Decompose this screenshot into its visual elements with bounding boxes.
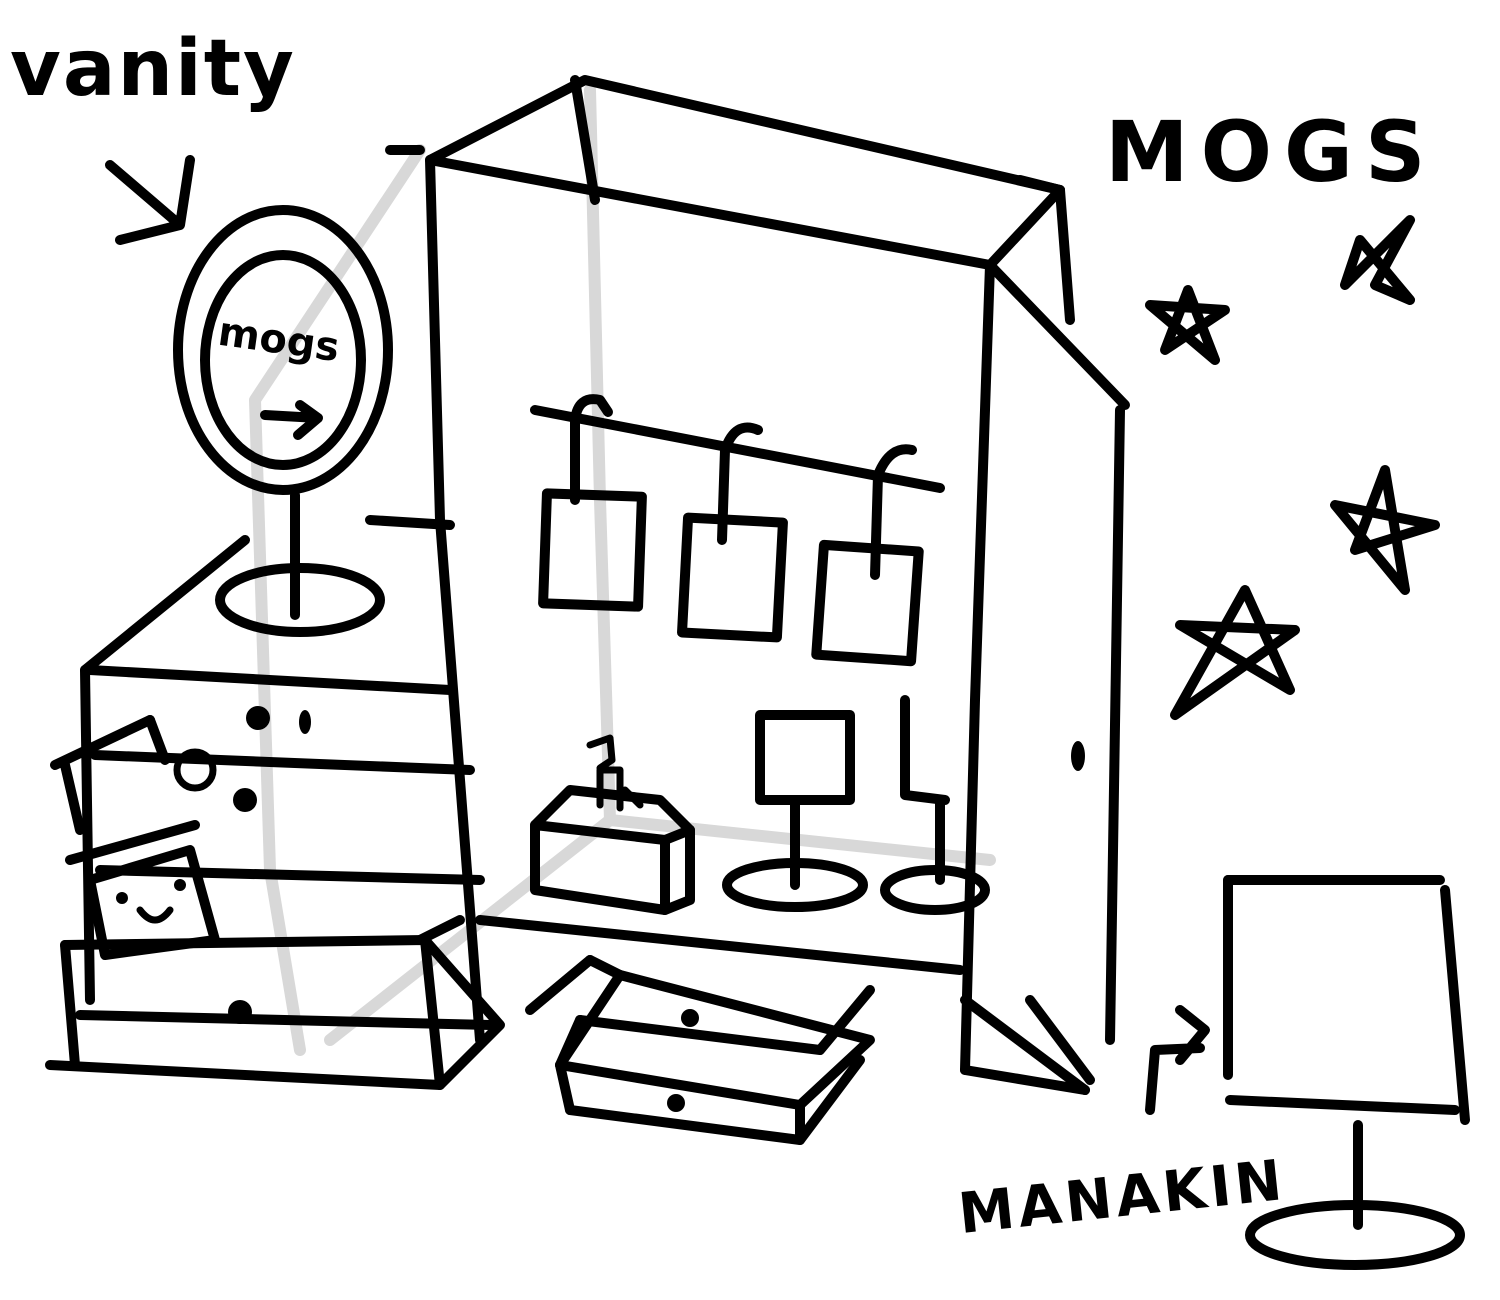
stand-mirror-middle (722, 710, 868, 912)
vanity-arrow-icon (105, 155, 195, 245)
dresser-knob-1 (246, 706, 270, 730)
wardrobe (385, 75, 1130, 1095)
box-knob (228, 1000, 252, 1024)
vanity-label: vanity (10, 24, 296, 114)
manakin (1145, 875, 1470, 1270)
vanity-box-base (45, 915, 505, 1090)
vanity (45, 205, 505, 1090)
hanger-right (811, 444, 924, 667)
wardrobe-items (530, 695, 990, 915)
stand-mirror-right (880, 695, 990, 915)
star-icon (1145, 285, 1230, 365)
cat-plushie (50, 715, 220, 960)
drawer-knob-top (681, 1009, 699, 1027)
star-decorations (1145, 215, 1440, 720)
vanity-mirror (173, 205, 393, 637)
drawer-unit (525, 955, 875, 1145)
manakin-arrow-icon (1145, 1005, 1210, 1115)
display-box-with-faucet (530, 734, 695, 915)
hanger-middle (677, 422, 788, 643)
dresser-knob-3 (233, 788, 257, 812)
dresser-knob-2 (299, 710, 311, 734)
drawer-knob-bottom (667, 1094, 685, 1112)
hanger-left (538, 394, 647, 612)
star-icon (1340, 215, 1415, 305)
clothes-rail (530, 394, 945, 667)
wardrobe-door-knob (1071, 741, 1085, 771)
star-icon (1330, 465, 1440, 595)
star-icon (1170, 585, 1300, 720)
mogs-label: MOGS (1105, 103, 1438, 201)
